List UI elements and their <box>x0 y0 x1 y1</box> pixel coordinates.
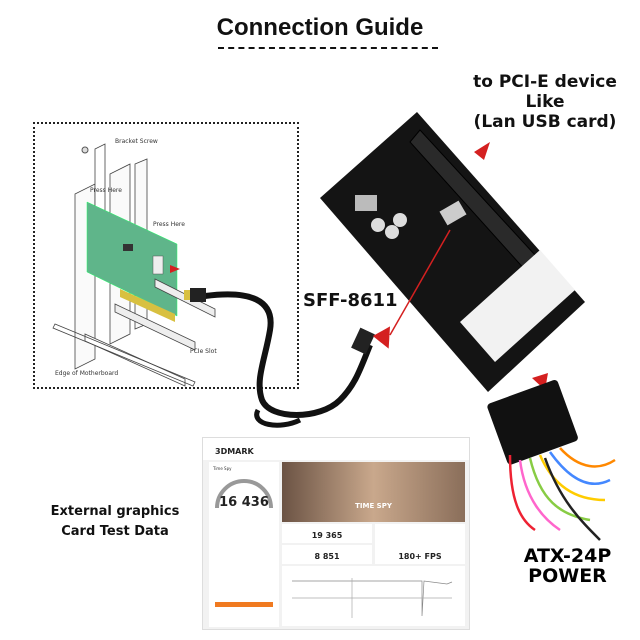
page-title: Connection Guide <box>216 14 424 41</box>
hero-title: TIME SPY <box>355 502 392 510</box>
atx-24p-connector <box>487 380 578 465</box>
caption-line: Card Test Data <box>61 524 169 539</box>
connection-line <box>389 229 451 336</box>
hero-banner: TIME SPY <box>282 462 465 522</box>
sff8611-port <box>439 200 467 226</box>
arrow-icon <box>372 326 390 349</box>
diagram-label: Press Here <box>153 221 185 228</box>
cpu-score: 8 851 <box>314 552 340 561</box>
caption-line: (Lan USB card) <box>473 112 617 132</box>
cable-label: SFF-8611 <box>303 290 398 311</box>
diagram-label: Bracket Screw <box>115 138 158 145</box>
diagram-label: Press Here <box>90 187 122 194</box>
app-header: 3DMARK <box>203 438 469 460</box>
3dmark-logo: 3DMARK <box>215 447 254 456</box>
compare-button[interactable] <box>215 602 273 607</box>
fps-estimate-card: 180+ FPS <box>375 524 465 564</box>
score-gauge <box>215 479 273 509</box>
diagram-label: PCIe Slot <box>190 348 217 355</box>
title-underline <box>218 47 438 49</box>
atx-24pin-socket <box>460 250 575 362</box>
graph-lines <box>292 578 453 618</box>
caption-line: External graphics <box>50 504 180 519</box>
caption-line: ATX-24P <box>523 545 612 567</box>
pcie-device-caption: to PCI-E device Like (Lan USB card) <box>455 72 635 132</box>
test-name: Time Spy <box>213 466 232 471</box>
score-panel: Time Spy 16 436 <box>209 462 279 627</box>
graphics-score-card: 19 365 <box>282 524 372 543</box>
diagram-label: Edge of Motherboard <box>55 370 119 377</box>
caption-line: POWER <box>528 565 607 587</box>
benchmark-screenshot: 3DMARK Time Spy 16 436 TIME SPY 19 365 8… <box>202 437 470 630</box>
insert-arrow-icon <box>170 265 180 273</box>
arrow-icon <box>474 142 490 160</box>
caption-line: to PCI-E device <box>473 72 617 92</box>
sff8611-cable <box>204 291 373 418</box>
graphics-score: 19 365 <box>311 531 343 540</box>
caption-line: Like <box>525 92 565 112</box>
pcie-card-illustration <box>52 143 216 387</box>
test-data-caption: External graphics Card Test Data <box>40 502 190 542</box>
installation-diagram: Bracket Screw Press Here Press Here PCIe… <box>33 122 299 389</box>
power-wires <box>508 447 616 541</box>
monitoring-graph <box>282 566 465 626</box>
overall-score: 16 436 <box>219 495 269 510</box>
fps-estimate: 180+ FPS <box>398 552 442 561</box>
power-caption: ATX-24P POWER <box>505 546 630 586</box>
cpu-score-card: 8 851 <box>282 545 372 564</box>
cable-connector-card-end <box>190 288 206 302</box>
cable-connector-board-end <box>351 327 375 355</box>
